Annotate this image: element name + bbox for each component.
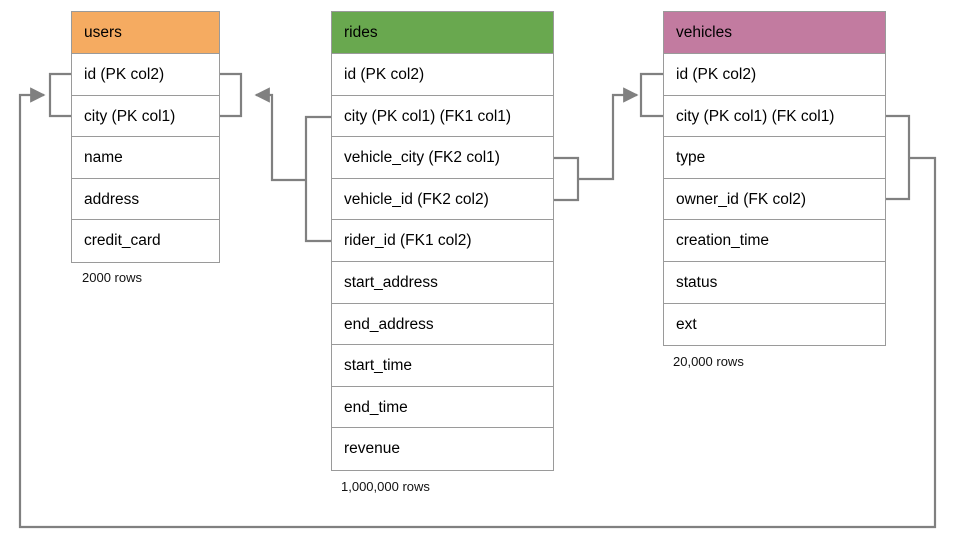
field-users-id[interactable]: id (PK col2) [72, 54, 219, 96]
wire-vehicles-left-bracket [639, 72, 663, 118]
wire-fk2-rides-to-vehicles [578, 87, 639, 181]
field-rides-start-address[interactable]: start_address [332, 261, 553, 304]
entity-header-vehicles: vehicles [664, 12, 885, 54]
field-vehicles-owner-id[interactable]: owner_id (FK col2) [664, 178, 885, 221]
field-rides-end-address[interactable]: end_address [332, 303, 553, 346]
wire-fk1-rides-to-users [254, 87, 306, 182]
field-rides-id[interactable]: id (PK col2) [332, 54, 553, 96]
wire-users-right-bracket [220, 72, 243, 118]
field-users-city[interactable]: city (PK col1) [72, 95, 219, 138]
field-vehicles-city[interactable]: city (PK col1) (FK col1) [664, 95, 885, 138]
field-rides-rider-id[interactable]: rider_id (FK1 col2) [332, 220, 553, 262]
field-rides-vehicle-id[interactable]: vehicle_id (FK2 col2) [332, 178, 553, 221]
row-count-vehicles: 20,000 rows [673, 354, 744, 369]
entity-table-vehicles[interactable]: vehicles id (PK col2) city (PK col1) (FK… [663, 11, 886, 347]
field-users-address[interactable]: address [72, 178, 219, 221]
wire-vehicles-right-bracket [886, 114, 911, 201]
field-vehicles-creation-time[interactable]: creation_time [664, 220, 885, 262]
entity-header-users: users [72, 12, 219, 54]
row-count-rides: 1,000,000 rows [341, 479, 430, 494]
field-vehicles-id[interactable]: id (PK col2) [664, 54, 885, 96]
wire-users-left-bracket [48, 72, 71, 118]
field-rides-start-time[interactable]: start_time [332, 345, 553, 387]
entity-table-users[interactable]: users id (PK col2) city (PK col1) name a… [71, 11, 220, 263]
entity-header-rides: rides [332, 12, 553, 54]
field-rides-revenue[interactable]: revenue [332, 428, 553, 470]
wire-rides-right-bracket [554, 156, 580, 202]
field-users-credit-card[interactable]: credit_card [72, 220, 219, 262]
row-count-users: 2000 rows [82, 270, 142, 285]
field-rides-city[interactable]: city (PK col1) (FK1 col1) [332, 95, 553, 138]
field-vehicles-type[interactable]: type [664, 137, 885, 179]
field-vehicles-ext[interactable]: ext [664, 303, 885, 346]
field-users-name[interactable]: name [72, 137, 219, 179]
field-vehicles-status[interactable]: status [664, 261, 885, 304]
entity-table-rides[interactable]: rides id (PK col2) city (PK col1) (FK1 c… [331, 11, 554, 471]
field-rides-end-time[interactable]: end_time [332, 386, 553, 429]
wire-rides-left-bracket [304, 115, 331, 243]
field-rides-vehicle-city[interactable]: vehicle_city (FK2 col1) [332, 137, 553, 179]
